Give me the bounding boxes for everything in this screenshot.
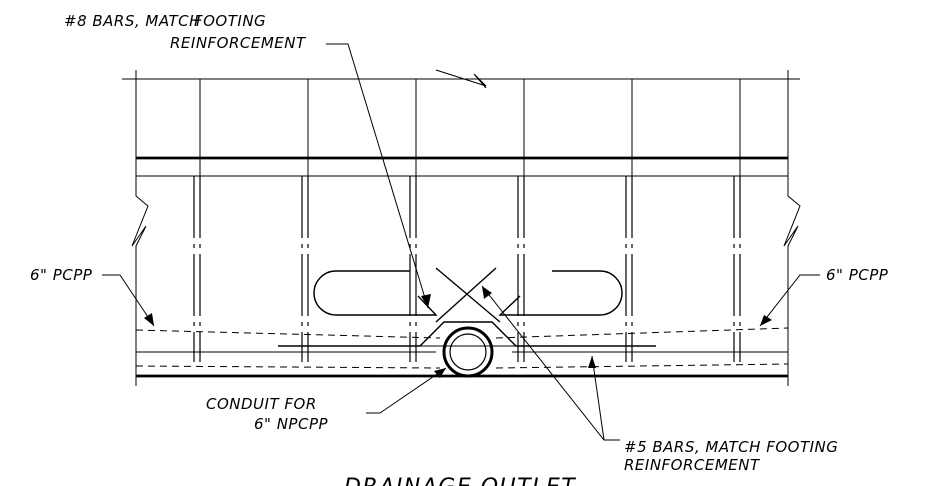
bottom-bars-label-line2: REINFORCEMENT	[624, 456, 761, 474]
top-break-line	[435, 69, 487, 89]
top-bars-label-line1: #8 BARS, MATCH	[64, 12, 201, 30]
footing-outline	[122, 78, 800, 378]
conduit-pipe	[442, 326, 494, 378]
top-bars-label-line3: REINFORCEMENT	[170, 34, 307, 52]
pcpp-left-label: 6" PCPP	[30, 266, 93, 284]
pcpp-pipe-lines	[135, 327, 789, 369]
right-hooked-bar	[498, 270, 623, 316]
right-break-edge	[783, 70, 801, 386]
conduit-label-line1: CONDUIT FOR	[206, 395, 317, 413]
top-bars-label-line2: FOOTING	[194, 12, 266, 30]
crossing-bars	[435, 267, 501, 323]
vertical-grid-lines	[199, 79, 741, 176]
conduit-label-line2: 6" NPCPP	[254, 415, 328, 433]
pcpp-right-label: 6" PCPP	[826, 266, 889, 284]
left-break-edge	[131, 70, 149, 386]
drawing-title: DRAINAGE OUTLET	[344, 475, 576, 486]
leader-lines	[102, 43, 820, 441]
left-hooked-bar	[313, 270, 438, 316]
vertical-rebar-pairs	[193, 176, 741, 362]
bent-bar-over-conduit	[278, 321, 656, 347]
bottom-bars-label-line1: #5 BARS, MATCH FOOTING	[624, 438, 838, 456]
